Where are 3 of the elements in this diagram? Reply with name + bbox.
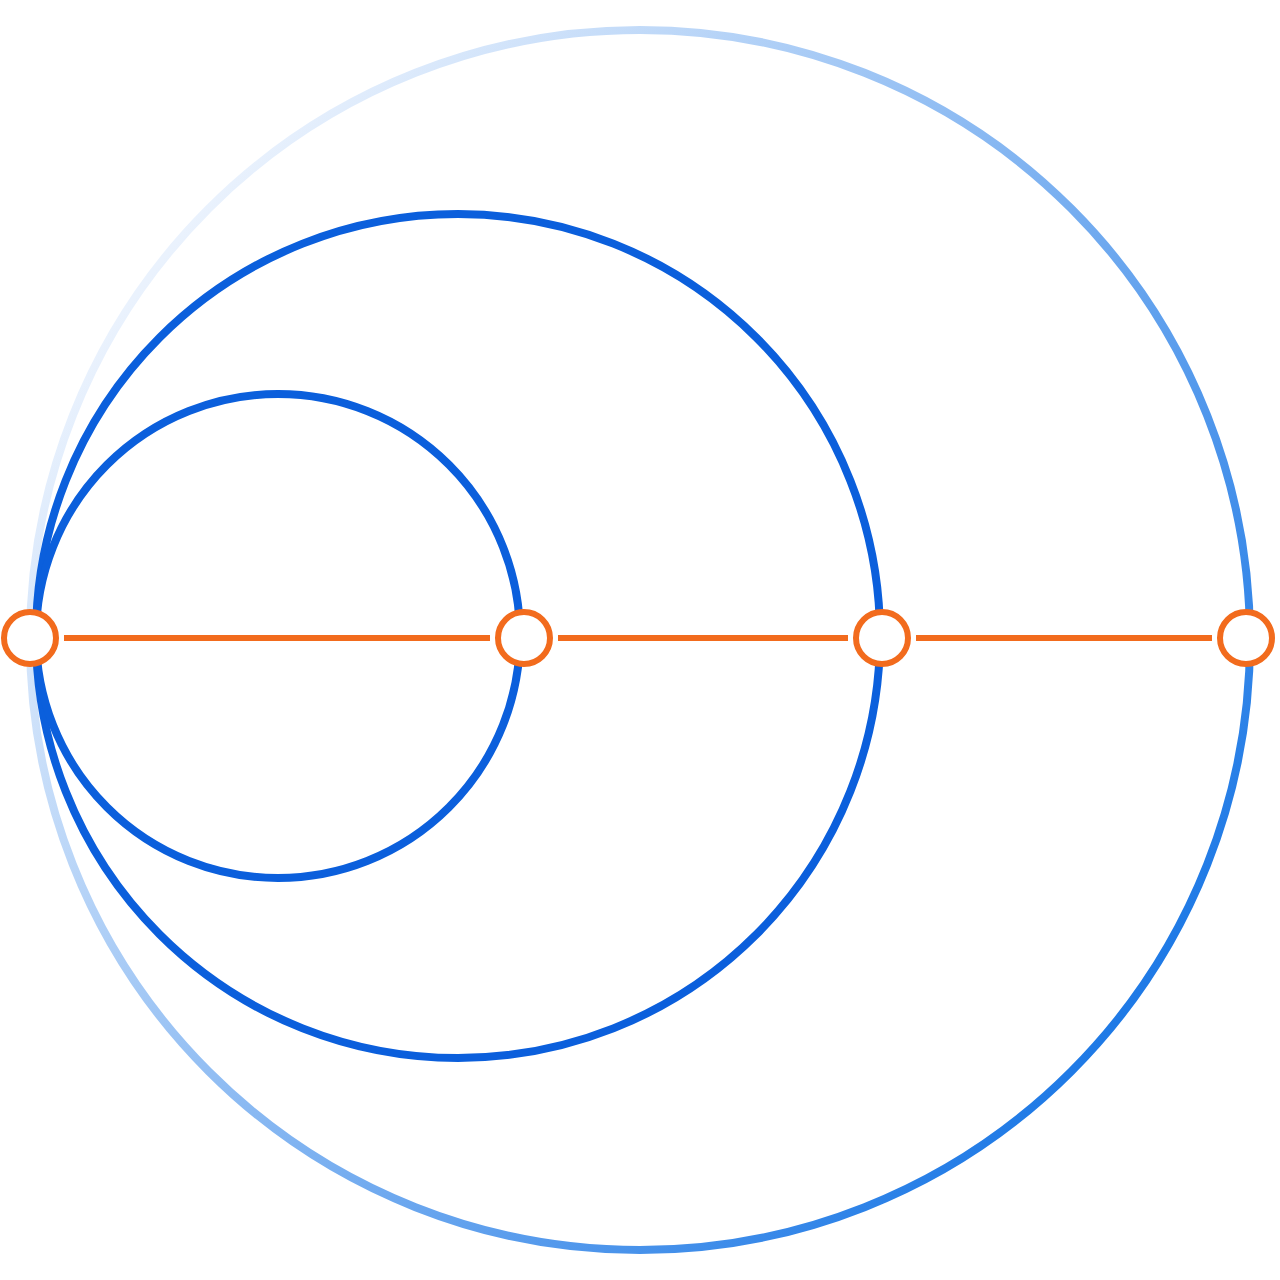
connector-line xyxy=(558,635,848,641)
connector-line xyxy=(64,635,490,641)
connector-line xyxy=(916,635,1212,641)
